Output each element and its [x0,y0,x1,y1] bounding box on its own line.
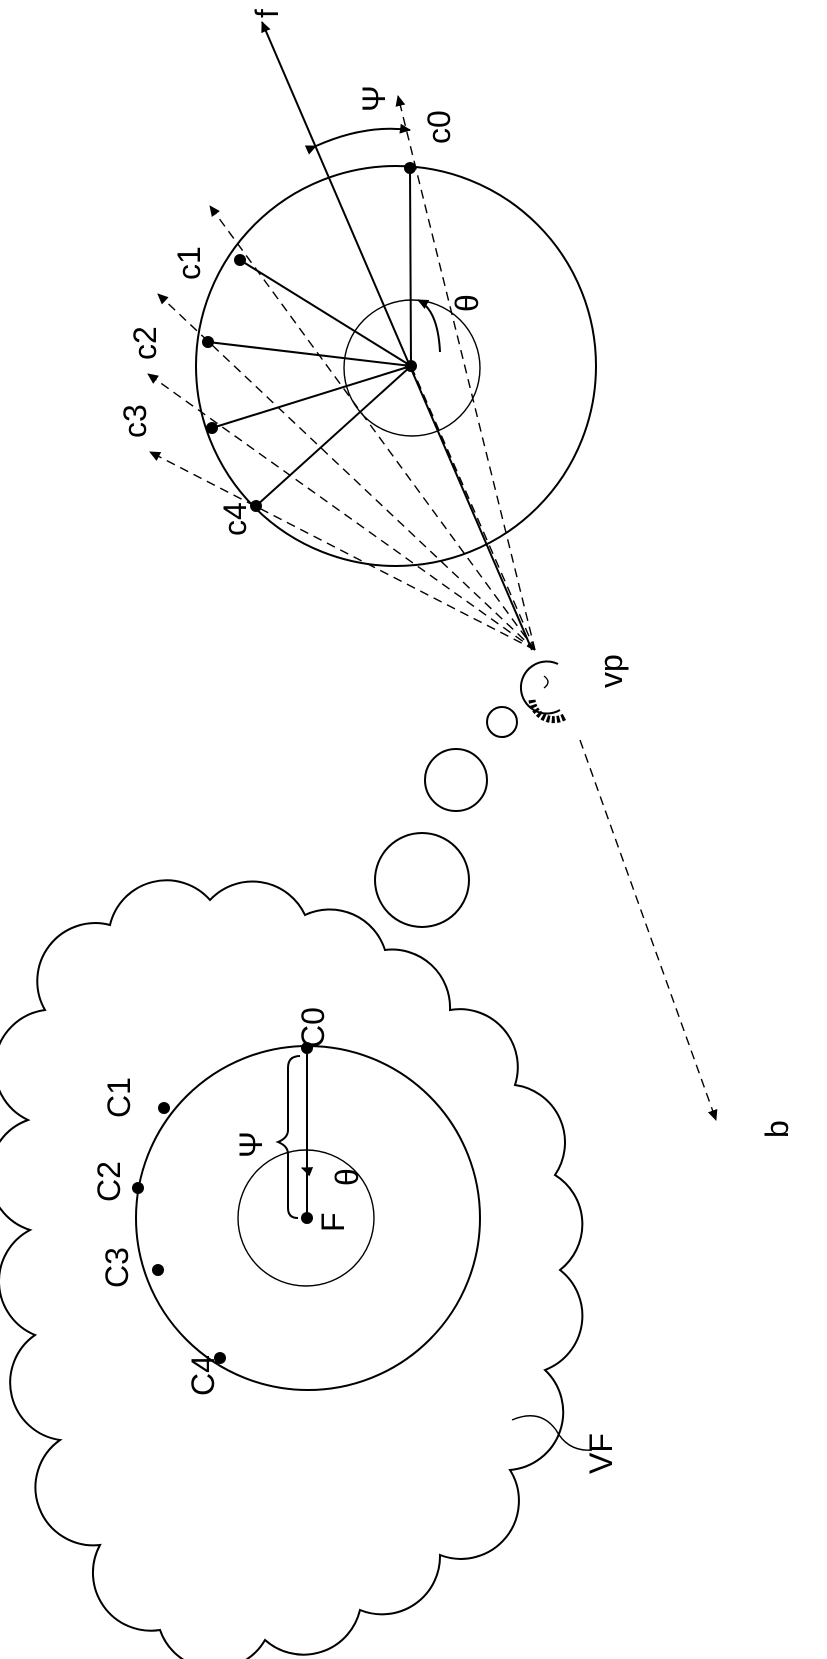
point-c2 [202,336,214,348]
point-F [301,1212,313,1224]
point-c1 [234,254,246,266]
label-c4-right: c4 [217,502,253,536]
label-c1-right: c1 [171,246,207,280]
sight-line-c1 [209,205,536,651]
psi-arc [304,123,411,155]
thought-bubble-small [486,706,518,738]
radial-c1 [239,259,412,367]
label-vf: VF [583,1433,619,1474]
point-c3 [206,422,218,434]
label-psi-left: Ψ [233,1131,269,1158]
label-c4-left: C4 [185,1355,221,1396]
point-C2 [132,1182,144,1194]
visual-field-cloud: C0 C1 Ψ θ C2 F C3 C4 VF [0,879,619,1659]
label-c3-left: C3 [99,1247,135,1288]
thought-bubble-large [374,832,470,928]
forward-axis-line [261,21,533,651]
label-c2-left: C2 [91,1161,127,1202]
thought-bubble-medium [424,748,488,812]
label-c2-right: c2 [127,326,163,360]
radial-c3 [211,365,412,429]
backward-axis-line [579,739,718,1121]
label-c0-right: c0 [421,110,457,144]
radial-c4 [255,365,412,507]
label-theta-right: θ [449,294,485,312]
viewer-head-icon [519,660,568,724]
label-c1-left: C1 [101,1077,137,1118]
viewer-scene: f Ψ c0 c1 θ c2 c3 c4 vp b [117,9,795,1138]
sight-line-c3 [147,373,536,651]
point-C0 [301,1042,313,1054]
sight-line-c2 [157,293,536,651]
radial-c2 [207,341,412,367]
center-point [405,360,417,372]
sight-line-center [410,365,536,651]
point-C4 [214,1352,226,1364]
theta-arc [417,299,441,353]
point-C1 [158,1102,170,1114]
label-b: b [759,1120,795,1138]
label-psi-right: Ψ [356,85,392,112]
radial-c0 [409,167,412,367]
theta-arrow-left [301,1167,314,1177]
vf-pointer [511,1415,593,1451]
label-F: F [315,1212,351,1232]
point-C3 [152,1264,164,1276]
label-c0-left: C0 [295,1007,331,1048]
sight-line-c0 [395,95,536,651]
point-c4 [250,500,262,512]
sight-line-c4 [149,451,536,651]
outer-view-circle [195,165,597,567]
label-theta-left: θ [329,1168,365,1186]
inner-view-circle [343,299,481,437]
psi-brace [275,1055,301,1219]
label-f: f [249,9,285,18]
label-vp: vp [593,654,629,688]
point-c0 [404,162,416,174]
cloud-outline [0,879,584,1659]
label-c3-right: c3 [117,404,153,438]
